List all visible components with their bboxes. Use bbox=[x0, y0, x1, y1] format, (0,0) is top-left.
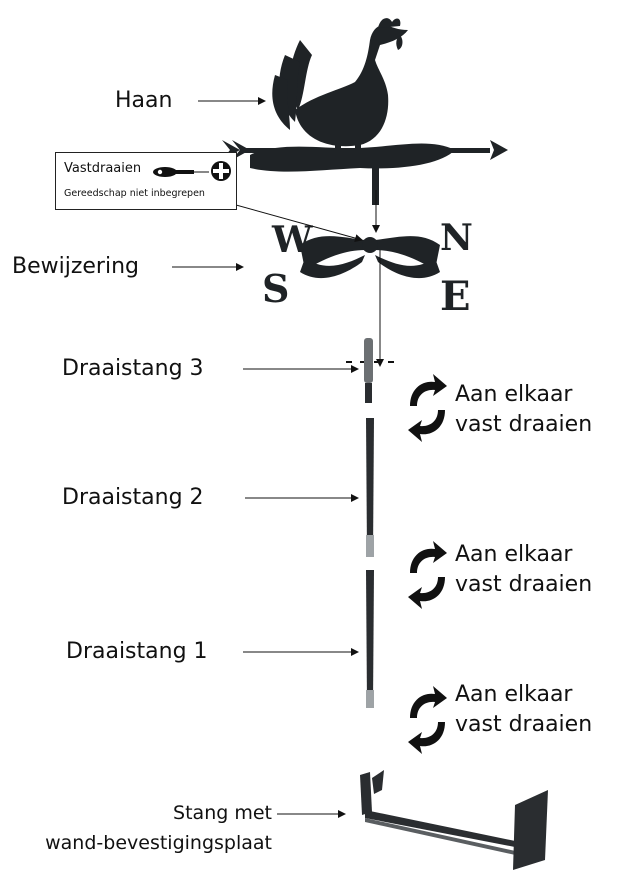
joint-1-line2: vast draaien bbox=[455, 412, 593, 437]
label-wall-mount-line2: wand-bevestigingsplaat bbox=[45, 832, 272, 854]
rotate-icon-1 bbox=[408, 374, 447, 442]
compass-letter-e: E bbox=[440, 273, 471, 320]
label-wall-mount: Stang met wand-bevestigingsplaat bbox=[45, 798, 272, 858]
label-pointers bbox=[172, 97, 359, 818]
tool-note-box: Vastdraaien Gereedschap niet inbegrepen bbox=[55, 152, 237, 210]
label-haan: Haan bbox=[115, 88, 173, 113]
screwdriver-icon bbox=[153, 167, 209, 177]
rooster-figure bbox=[222, 18, 508, 205]
label-draaistang-3: Draaistang 3 bbox=[62, 356, 204, 381]
joint-3-line2: vast draaien bbox=[455, 712, 593, 737]
rod-3-top bbox=[364, 338, 373, 383]
joint-2-line1: Aan elkaar bbox=[455, 542, 573, 567]
compass-letter-n: N bbox=[440, 217, 473, 259]
rotate-icons bbox=[408, 374, 447, 754]
label-draaistang-2: Draaistang 2 bbox=[62, 485, 204, 510]
direction-assembly: W S N E bbox=[262, 217, 473, 320]
rod-2 bbox=[366, 418, 374, 555]
joint-3-line1: Aan elkaar bbox=[455, 682, 573, 707]
joint-instruction-1: Aan elkaar vast draaien bbox=[455, 380, 592, 440]
compass-letter-s: S bbox=[262, 266, 289, 311]
label-bewijzering: Bewijzering bbox=[12, 254, 139, 279]
rod-2-thread bbox=[366, 535, 374, 557]
phillips-plus-icon bbox=[211, 161, 231, 181]
joint-2-line2: vast draaien bbox=[455, 572, 593, 597]
rod-1 bbox=[366, 570, 374, 705]
compass-letter-w: W bbox=[271, 219, 313, 261]
joint-instruction-2: Aan elkaar vast draaien bbox=[455, 540, 592, 600]
tool-note-title: Vastdraaien bbox=[64, 161, 142, 176]
label-wall-mount-line1: Stang met bbox=[173, 802, 272, 824]
rod-1-thread bbox=[366, 690, 374, 708]
rods bbox=[364, 338, 374, 708]
joint-1-line1: Aan elkaar bbox=[455, 382, 573, 407]
rotate-icon-3 bbox=[408, 686, 447, 754]
tool-note-subtitle: Gereedschap niet inbegrepen bbox=[64, 188, 205, 199]
label-draaistang-1: Draaistang 1 bbox=[66, 639, 208, 664]
wall-mount-bracket bbox=[360, 770, 548, 870]
joint-instruction-3: Aan elkaar vast draaien bbox=[455, 680, 592, 740]
rod-3 bbox=[365, 383, 372, 403]
rotate-icon-2 bbox=[408, 541, 447, 609]
